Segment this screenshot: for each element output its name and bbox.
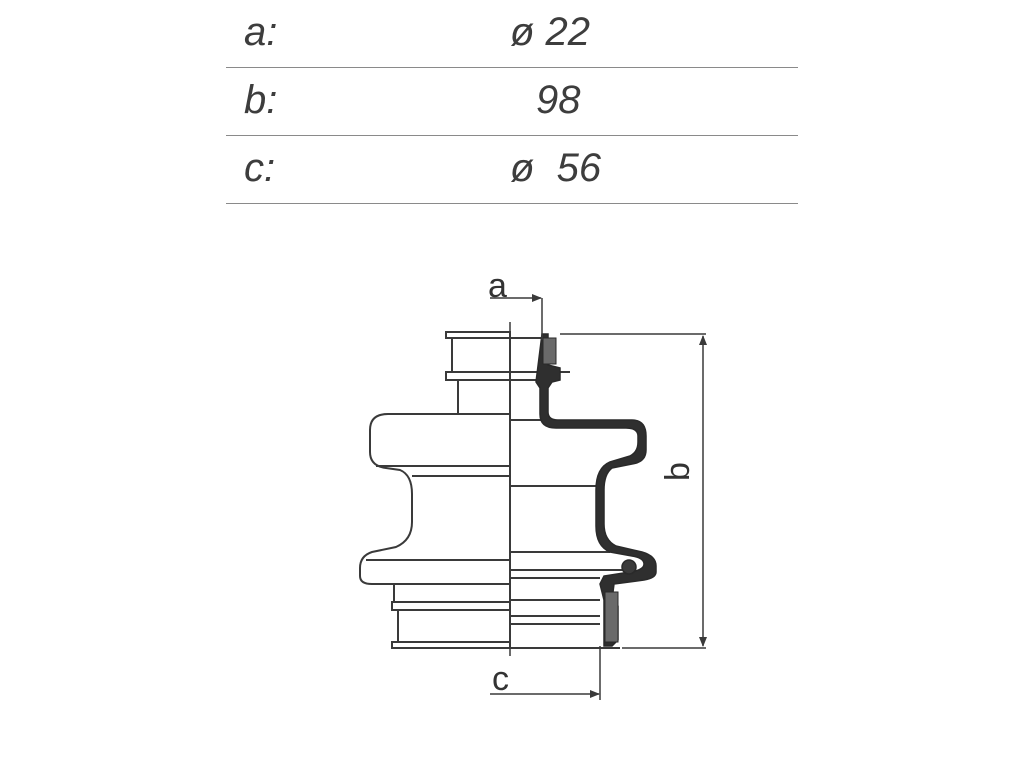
dimension-value: ø 22 (510, 10, 591, 54)
boot-outer-view (359, 331, 511, 649)
label-c: c (492, 660, 509, 698)
bottom-collar (397, 609, 511, 643)
dimension-key: c: (244, 146, 276, 190)
lower-section (393, 583, 511, 603)
bellows-profile (359, 413, 511, 585)
clamp-ring (621, 559, 637, 575)
dimension-row-a: a: ø 22 (226, 0, 798, 68)
dimension-value: 98 (536, 78, 581, 122)
top-collar (451, 337, 511, 373)
dimension-table: a: ø 22 b: 98 c: ø 56 (226, 0, 798, 204)
dimension-key: b: (244, 78, 278, 122)
lower-rib (391, 601, 511, 611)
boot-section-view (510, 333, 657, 649)
label-a: a (488, 267, 507, 305)
top-seal (542, 337, 557, 365)
bottom-seal (604, 591, 619, 643)
dimension-b-callout (560, 333, 707, 649)
dimension-c-callout (490, 646, 601, 700)
neck (457, 379, 511, 415)
dimension-key: a: (244, 10, 278, 54)
dimension-row-b: b: 98 (226, 68, 798, 136)
label-b: b (659, 462, 697, 481)
dimension-value: ø 56 (510, 146, 602, 190)
bottom-flange (391, 641, 511, 649)
top-collar-rib (445, 371, 511, 381)
dimension-a-callout (490, 294, 543, 340)
dimension-row-c: c: ø 56 (226, 136, 798, 204)
